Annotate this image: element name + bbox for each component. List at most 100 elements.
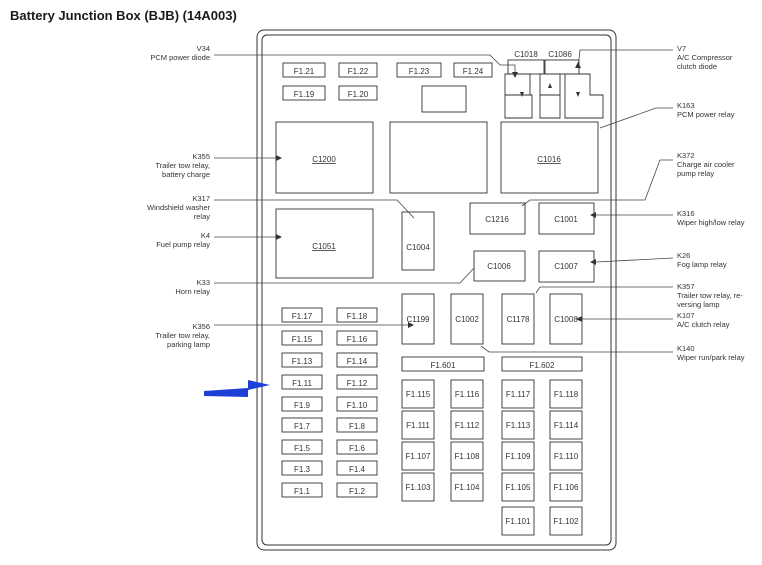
fuse-f1-8-label: F1.8 <box>349 422 366 431</box>
connector-c1016-label: C1016 <box>537 155 561 164</box>
fuse-f1-11-label: F1.11 <box>292 379 312 388</box>
fuse-f1-4-label: F1.4 <box>349 465 366 474</box>
fuse-f1-110 <box>549 441 583 471</box>
fuse-f1-105-label: F1.105 <box>506 483 531 492</box>
fuse-f1-110-label: F1.110 <box>554 452 579 461</box>
fuse-f1-113-label: F1.113 <box>506 421 531 430</box>
fuse-f1-115 <box>401 379 435 409</box>
leader-k33 <box>214 267 475 284</box>
fuse-f1-15-label: F1.15 <box>292 335 313 344</box>
fuse-f1-102 <box>549 506 583 536</box>
fuse-f1-22-label: F1.22 <box>348 67 369 76</box>
fuse-f1-108-label: F1.108 <box>455 452 480 461</box>
label-k317-desc1: Windshield washer <box>147 203 210 212</box>
fuse-f1-2 <box>336 482 378 498</box>
relay-c1007 <box>538 250 595 283</box>
fuse-f1-106-label: F1.106 <box>554 483 579 492</box>
label-k107: K107 A/C clutch relay <box>677 311 730 329</box>
label-k163-desc: PCM power relay <box>677 110 735 119</box>
leader-lines <box>214 49 674 353</box>
fuse-f1-3 <box>281 460 323 476</box>
fuse-f1-113 <box>501 410 535 440</box>
fuse-f1-108 <box>450 441 484 471</box>
label-k4-desc: Fuel pump relay <box>156 240 210 249</box>
fuse-f1-102-label: F1.102 <box>554 517 579 526</box>
fuse-f1-19 <box>282 85 326 101</box>
page-title: Battery Junction Box (BJB) (14A003) <box>10 8 237 23</box>
left-fuse-bank <box>281 307 378 498</box>
diode-marker-2 <box>548 83 552 88</box>
diode-markers <box>520 83 580 97</box>
fuse-f1-10 <box>336 396 378 412</box>
relay-c1216 <box>469 202 526 235</box>
fuse-f1-9 <box>281 396 323 412</box>
fuse-f1-114-label: F1.114 <box>554 421 579 430</box>
label-k33-id: K33 <box>196 278 210 287</box>
fuse-f1-14-label: F1.14 <box>347 357 368 366</box>
fuse-f1-5-label: F1.5 <box>294 444 311 453</box>
arrowhead-k316 <box>590 212 596 218</box>
fuse-f1-17 <box>281 307 323 323</box>
fuse-f1-21-label: F1.21 <box>294 67 315 76</box>
fuse-f1-18 <box>336 307 378 323</box>
fuse-f1-602 <box>501 356 583 372</box>
label-k163: K163 PCM power relay <box>677 101 735 119</box>
fuse-f1-8 <box>336 417 378 433</box>
label-k357-id: K357 <box>677 282 695 291</box>
relay-c1200 <box>275 121 374 194</box>
fuse-f1-20 <box>338 85 378 101</box>
fuse-f1-114 <box>549 410 583 440</box>
label-k316-id: K316 <box>677 209 695 218</box>
label-v7: V7 A/C Compressor clutch diode <box>677 44 732 71</box>
connector-c1200-label: C1200 <box>312 155 336 164</box>
label-v7-id: V7 <box>677 44 687 53</box>
connector-c1178-label: C1178 <box>507 315 531 324</box>
label-k33-desc: Horn relay <box>175 287 210 296</box>
arrowhead-k356 <box>408 322 414 328</box>
label-k357-desc2: versing lamp <box>677 300 720 309</box>
label-k357: K357 Trailer tow relay, re- versing lamp <box>677 282 743 309</box>
label-k356-id: K356 <box>192 322 210 331</box>
connector-c1004-label: C1004 <box>406 243 430 252</box>
label-k26: K26 Fog lamp relay <box>677 251 727 269</box>
arrowhead-v7 <box>575 62 581 68</box>
connector-c1051-label: C1051 <box>312 242 336 251</box>
fuse-f1-6-label: F1.6 <box>349 444 366 453</box>
blank-socket <box>421 85 467 113</box>
connector-c1018-label: C1018 <box>514 50 538 59</box>
fuse-f1-101 <box>501 506 535 536</box>
bjb-outer-frame <box>256 29 617 551</box>
connector-c1086-label: C1086 <box>548 50 572 59</box>
label-k372-id: K372 <box>677 151 695 160</box>
label-k355-desc1: Trailer tow relay, <box>155 161 210 170</box>
arrowhead-k26 <box>590 259 596 265</box>
connector-c1086-label-box <box>544 59 580 75</box>
fuse-f1-109-label: F1.109 <box>506 452 531 461</box>
leader-k163 <box>599 107 673 129</box>
fuse-f1-2-label: F1.2 <box>349 487 366 496</box>
fuse-f1-4 <box>336 460 378 476</box>
relay-c1199 <box>401 293 435 345</box>
fuse-f1-106 <box>549 472 583 502</box>
label-k357-desc1: Trailer tow relay, re- <box>677 291 743 300</box>
label-k140: K140 Wiper run/park relay <box>677 344 745 362</box>
label-k372-desc2: pump relay <box>677 169 715 178</box>
fuse-f1-112-label: F1.112 <box>455 421 480 430</box>
label-k107-desc: A/C clutch relay <box>677 320 730 329</box>
connector-c1006-label: C1006 <box>487 262 511 271</box>
fuse-f1-24 <box>453 62 493 78</box>
fuse-f1-104 <box>450 472 484 502</box>
fuse-f1-7-label: F1.7 <box>294 422 311 431</box>
relay-c1004 <box>401 211 435 271</box>
leader-arrowheads <box>276 62 596 328</box>
fuse-f1-101-label: F1.101 <box>506 517 531 526</box>
leader-k357 <box>535 286 673 294</box>
bjb-inner-frame <box>261 34 612 546</box>
connector-c1002-label: C1002 <box>455 315 479 324</box>
fuse-f1-109 <box>501 441 535 471</box>
label-k355: K355 Trailer tow relay, battery charge <box>155 152 210 179</box>
label-k316-desc: Wiper high/low relay <box>677 218 745 227</box>
fuse-f1-112 <box>450 410 484 440</box>
fuse-f1-13 <box>281 352 323 368</box>
relay-c1002 <box>450 293 484 345</box>
